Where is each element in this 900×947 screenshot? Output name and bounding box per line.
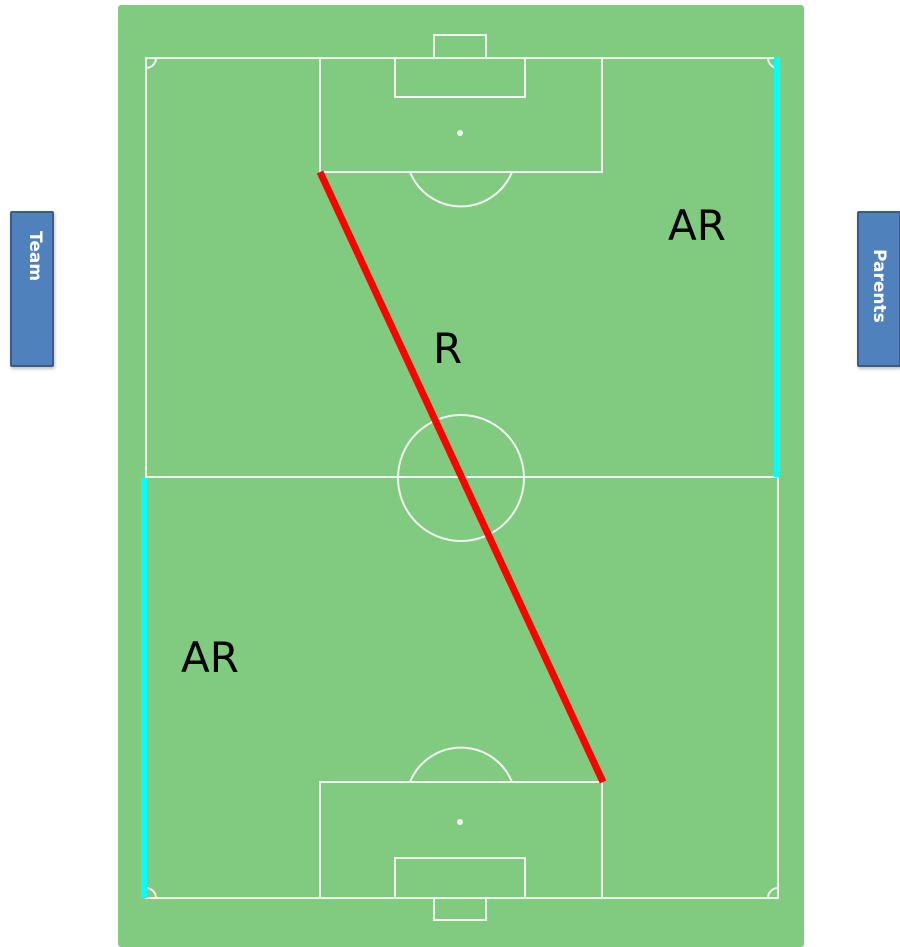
bottom-penalty-area [319, 781, 603, 899]
bottom-goal [433, 897, 487, 921]
top-goal [433, 34, 487, 59]
parents-side-tab: Parents [857, 211, 900, 367]
team-side-label: Team [25, 231, 45, 282]
top-penalty-spot [457, 130, 463, 136]
assistant-referee-label-top: AR [668, 201, 726, 250]
top-penalty-area [319, 57, 603, 173]
corner-arc-top-left [145, 57, 157, 69]
referee-diagonal-path [316, 170, 607, 784]
bottom-penalty-arc [409, 746, 513, 783]
top-penalty-arc [409, 171, 513, 208]
bottom-penalty-spot [457, 819, 463, 825]
referee-label: R [433, 324, 463, 373]
top-goal-area [394, 57, 526, 98]
corner-arc-bottom-left [145, 887, 157, 899]
team-side-tab: Team [10, 211, 54, 367]
corner-arc-bottom-right [767, 887, 779, 899]
center-circle [397, 414, 525, 542]
parents-side-label: Parents [869, 249, 889, 323]
bottom-goal-area [394, 857, 526, 899]
assistant-referee-label-bottom: AR [181, 633, 239, 682]
